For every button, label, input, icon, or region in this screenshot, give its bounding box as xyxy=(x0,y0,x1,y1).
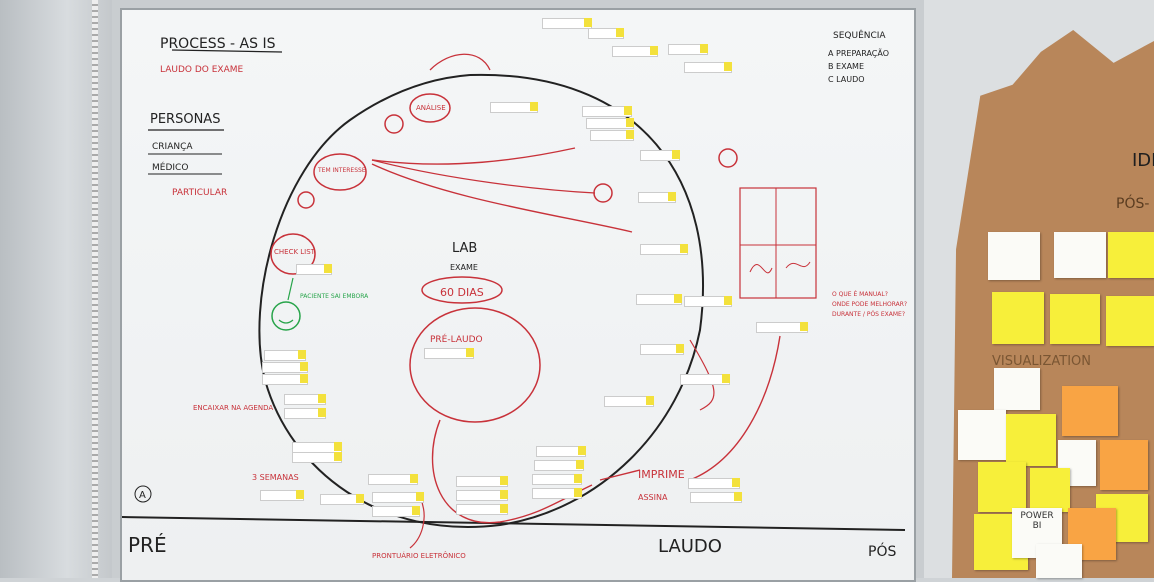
pos-heading: PÓS- xyxy=(1116,196,1150,212)
window-blind-cord xyxy=(92,0,98,578)
paper-note xyxy=(612,46,658,57)
board-subtitle: LAUDO DO EXAME xyxy=(160,65,243,75)
paper-note xyxy=(536,446,586,457)
sequence-b: B EXAME xyxy=(828,62,864,71)
timeline-pre: PRÉ xyxy=(128,533,167,557)
paper-note xyxy=(296,264,332,275)
paper-note xyxy=(534,460,584,471)
paper-note xyxy=(638,192,676,203)
encaixar-label: ENCAIXAR NA AGENDA xyxy=(193,404,273,412)
sticky-note-white xyxy=(958,410,1006,460)
paper-note xyxy=(542,18,592,29)
paper-note xyxy=(262,362,308,373)
sequence-c: C LAUDO xyxy=(828,75,865,84)
sticky-note-yellow xyxy=(1050,294,1100,344)
smiley-icon xyxy=(271,301,301,331)
paciente-sai-label: PACIENTE SAI EMBORA xyxy=(300,293,369,300)
paper-note xyxy=(372,506,420,517)
sticky-note-white xyxy=(988,232,1040,280)
paper-note xyxy=(586,118,634,129)
paper-note xyxy=(260,490,304,501)
persona-medico: MÉDICO xyxy=(152,161,188,173)
paper-note xyxy=(424,348,474,359)
paper-note xyxy=(582,106,632,117)
paper-note xyxy=(684,296,732,307)
center-title: LAB xyxy=(452,241,477,256)
ide-heading: IDÉ xyxy=(1132,150,1154,171)
sticky-note-white xyxy=(994,368,1040,410)
paper-note xyxy=(640,150,680,161)
paper-note xyxy=(368,474,418,485)
sticky-note-orange xyxy=(1062,386,1118,436)
visualization-heading: VISUALIZATION xyxy=(992,354,1091,369)
paper-note xyxy=(284,394,326,405)
board-title: PROCESS - AS IS xyxy=(160,36,276,52)
pre-laudo-label: PRÉ-LAUDO xyxy=(430,333,483,345)
paper-note xyxy=(640,244,688,255)
pre-laudo-bubble xyxy=(409,307,541,423)
persona-particular: PARTICULAR xyxy=(172,188,227,198)
sticky-note-white xyxy=(1036,544,1082,578)
sticky-note-yellow xyxy=(1030,468,1070,512)
sticky-note-yellow xyxy=(992,292,1044,344)
sixty-days-bubble xyxy=(421,276,503,304)
timeline-laudo: LAUDO xyxy=(658,536,722,557)
paper-note xyxy=(590,130,634,141)
assina-label: ASSINA xyxy=(638,493,668,502)
paper-note xyxy=(688,478,740,489)
sequence-a: A PREPARAÇÃO xyxy=(828,48,889,58)
paper-note xyxy=(604,396,654,407)
dashboard-sketch xyxy=(739,187,817,299)
analise-label: ANÁLISE xyxy=(416,103,446,112)
tres-semanas-label: 3 SEMANAS xyxy=(252,473,299,482)
center-days: 60 DIAS xyxy=(440,286,484,299)
imprime-label: IMPRIME xyxy=(638,468,685,481)
paper-note xyxy=(680,374,730,385)
tem-interesse-bubble xyxy=(313,153,367,191)
sticky-note-white xyxy=(1054,232,1106,278)
sticky-note-yellow xyxy=(1006,414,1056,466)
persona-crianca: CRIANÇA xyxy=(152,142,193,152)
paper-note xyxy=(640,344,684,355)
prontuario-label: PRONTUÁRIO ELETRÔNICO xyxy=(372,551,466,560)
sticky-note-yellow xyxy=(978,462,1026,512)
paper-note xyxy=(668,44,708,55)
paper-note xyxy=(372,492,424,503)
sticky-note-orange xyxy=(1100,440,1148,490)
check-list-bubble xyxy=(270,233,316,275)
paper-note xyxy=(756,322,808,333)
question-2: ONDE PODE MELHORAR? xyxy=(832,301,907,308)
paper-note xyxy=(588,28,624,39)
timeline-pos: PÓS xyxy=(868,542,896,560)
paper-note xyxy=(690,492,742,503)
paper-note xyxy=(284,408,326,419)
timeline-line xyxy=(121,516,906,531)
paper-note xyxy=(456,476,508,487)
marker-a: A xyxy=(139,490,146,501)
paper-note xyxy=(320,494,364,505)
sequence-heading: SEQUÊNCIA xyxy=(833,29,886,41)
paper-note xyxy=(456,504,508,515)
sticky-note-yellow xyxy=(1108,232,1154,278)
paper-note xyxy=(532,488,582,499)
sticky-note-yellow xyxy=(1106,296,1154,346)
check-list-label: CHECK LIST xyxy=(274,248,316,256)
paper-note xyxy=(490,102,538,113)
center-subtitle: EXAME xyxy=(450,263,478,272)
paper-note xyxy=(532,474,582,485)
tem-interesse-label: TEM INTERESSE xyxy=(317,167,366,174)
paper-note xyxy=(292,452,342,463)
paper-note xyxy=(684,62,732,73)
paper-note xyxy=(262,374,308,385)
paper-note xyxy=(636,294,682,305)
paper-note xyxy=(264,350,306,361)
personas-heading: PERSONAS xyxy=(150,112,220,127)
question-1: O QUE É MANUAL? xyxy=(832,290,888,298)
paper-note xyxy=(456,490,508,501)
question-3: DURANTE / PÓS EXAME? xyxy=(832,311,905,318)
